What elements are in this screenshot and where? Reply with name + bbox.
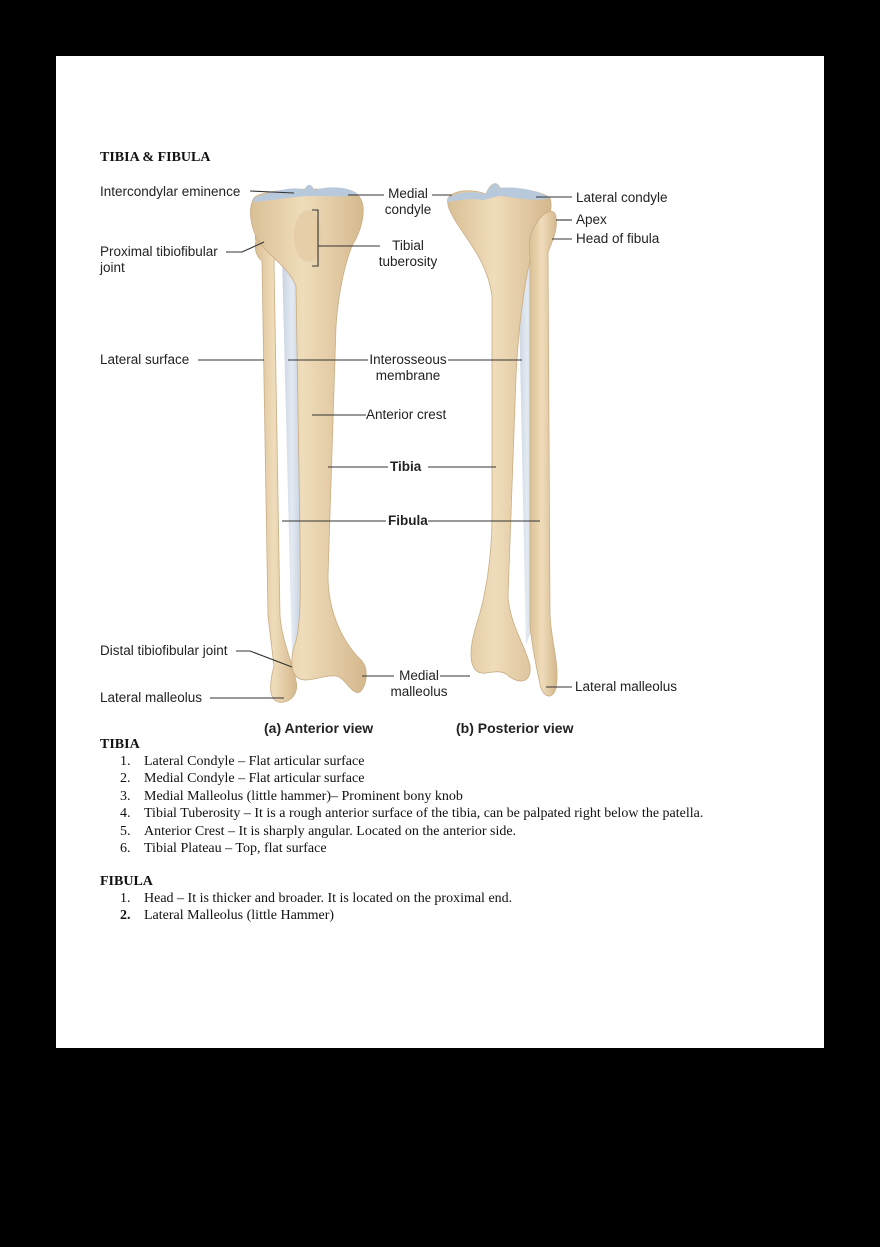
label-tibial-tuberosity-line2: tuberosity [378,254,438,269]
label-lateral-malleolus-anterior: Lateral malleolus [100,690,203,705]
document-title: TIBIA & FIBULA [100,150,211,165]
bone-illustration [198,183,572,703]
label-tibial-tuberosity: Tibial tuberosity [374,238,442,270]
label-tibia: Tibia [390,459,422,474]
label-interosseous-membrane: Interosseous membrane [366,352,450,384]
label-medial-malleolus-line1: Medial [399,668,439,683]
list-text: Head – It is thicker and broader. It is … [144,891,513,906]
label-head-of-fibula: Head of fibula [576,231,660,246]
fibula-heading: FIBULA [100,874,153,889]
list-item: 1. Lateral Condyle – Flat articular surfa… [100,753,703,770]
list-text: Lateral Condyle – Flat articular surface [144,754,365,769]
label-lateral-condyle: Lateral condyle [576,190,668,205]
list-item: 3. Medial Malleolus (little hammer)– Prom… [100,788,703,805]
list-number: 5. [120,823,131,839]
label-proximal-joint-line2: joint [100,260,125,275]
list-item: 2. Lateral Malleolus (little Hammer) [100,907,512,924]
list-number: 1. [120,891,131,906]
fibula-section: FIBULA 1. Head – It is thicker and broade… [100,873,512,925]
list-number: 6. [120,841,131,857]
label-tibial-tuberosity-line1: Tibial [392,238,424,253]
label-proximal-joint-line1: Proximal tibiofibular [100,244,218,259]
tibia-fibula-figure: Intercondylar eminence Medial condyle La… [56,56,824,756]
list-item: 6. Tibial Plateau – Top, flat surface [100,840,703,857]
tibia-list: 1. Lateral Condyle – Flat articular surfa… [100,753,703,857]
list-text: Medial Condyle – Flat articular surface [144,771,365,787]
list-text: Tibial Tuberosity – It is a rough anteri… [144,806,704,822]
label-interosseous-line2: membrane [375,368,441,383]
label-medial-condyle-line1: Medial [388,186,428,201]
label-anterior-crest: Anterior crest [366,407,447,422]
caption-posterior-view: (b) Posterior view [456,720,574,736]
posterior-view-bones [447,183,558,697]
list-number: 2. [120,908,131,924]
document-page: TIBIA & FIBULA [56,56,824,1048]
label-medial-condyle-line2: condyle [384,202,432,217]
list-number: 1. [120,754,131,769]
list-item: 1. Head – It is thicker and broader. It i… [100,890,512,907]
leader-lines [198,190,572,699]
label-intercondylar-eminence: Intercondylar eminence [100,184,241,199]
list-text: Lateral Malleolus (little Hammer) [144,908,335,924]
fibula-list: 1. Head – It is thicker and broader. It i… [100,890,512,925]
list-text: Medial Malleolus (little hammer)– Promin… [144,788,463,804]
label-medial-malleolus: Medial malleolus [388,668,450,700]
label-medial-condyle: Medial condyle [382,186,434,218]
label-interosseous-line1: Interosseous [369,352,447,367]
tibia-heading: TIBIA [100,737,140,752]
label-lateral-malleolus-posterior: Lateral malleolus [575,679,678,694]
list-number: 4. [120,806,131,822]
label-distal-tibiofibular-joint: Distal tibiofibular joint [100,643,228,658]
list-number: 2. [120,771,131,787]
caption-anterior-view: (a) Anterior view [264,720,374,736]
list-text: Tibial Plateau – Top, flat surface [144,841,327,857]
anterior-view-bones [250,184,367,703]
label-proximal-tibiofibular-joint: Proximal tibiofibular joint [100,244,218,276]
tibia-section: TIBIA 1. Lateral Condyle – Flat articular… [100,736,703,857]
label-fibula: Fibula [388,513,428,528]
list-text: Anterior Crest – It is sharply angular. … [144,823,517,839]
list-number: 3. [120,788,131,804]
list-item: 2. Medial Condyle – Flat articular surfac… [100,770,703,787]
label-lateral-surface: Lateral surface [100,352,190,367]
list-item: 4. Tibial Tuberosity – It is a rough ante… [100,805,703,822]
label-apex: Apex [576,212,607,227]
label-medial-malleolus-line2: malleolus [390,684,448,699]
list-item: 5. Anterior Crest – It is sharply angular… [100,823,703,840]
